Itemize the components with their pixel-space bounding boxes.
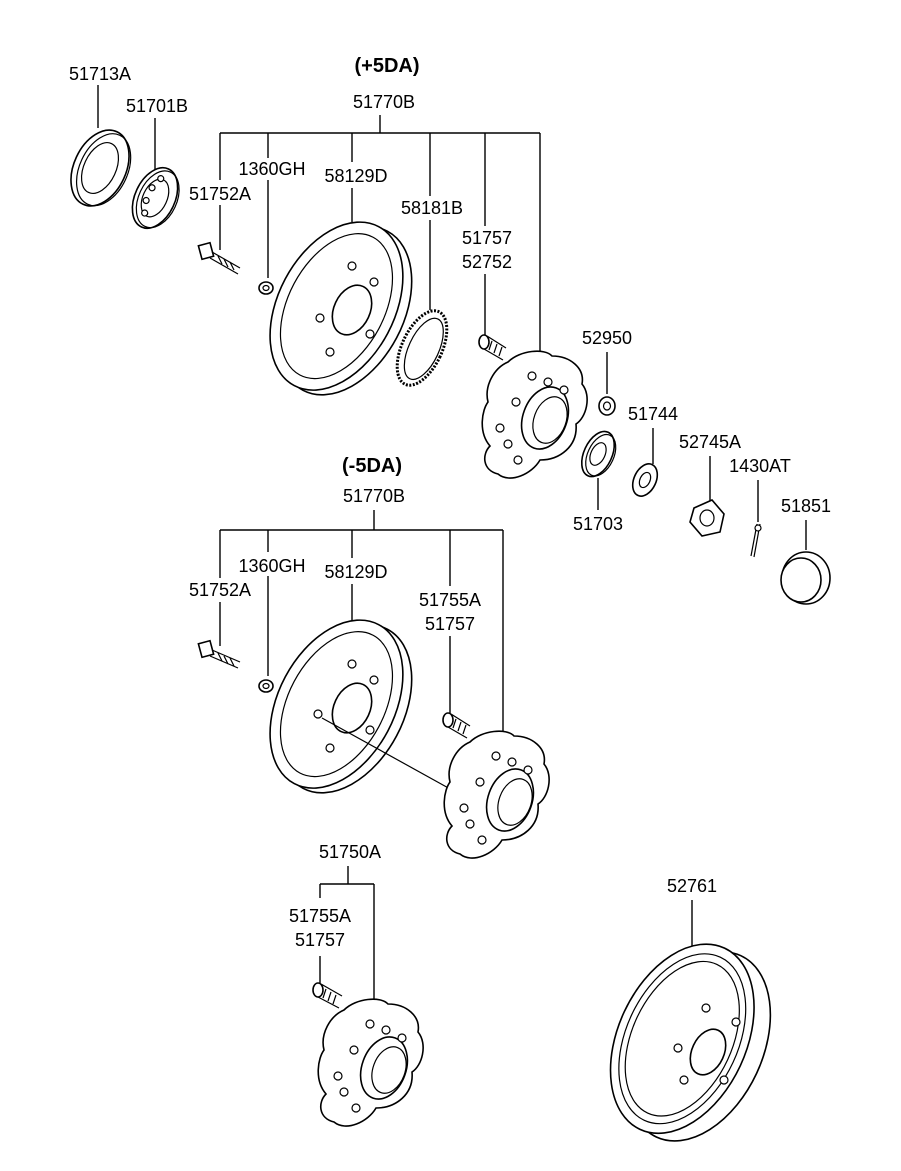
wheel-hub-51750a [317,998,424,1127]
part-label-51701b: 51701B [126,96,188,116]
part-label-58129d-mid: 58129D [324,562,387,582]
wheel-stud-51757-bot [312,982,343,1009]
nut-52950 [598,396,616,416]
part-label-1360gh-mid: 1360GH [238,556,305,576]
wheel-stud-51757-top [478,334,507,361]
group-header-plus5da: (+5DA) [354,55,419,77]
part-label-51752a-mid: 51752A [189,580,251,600]
part-label-58181b: 58181B [401,198,463,218]
oil-seal-51713a [70,129,132,207]
washer-51744 [631,463,659,497]
assembly-label-51750a: 51750A [319,842,381,862]
part-label-51851: 51851 [781,496,831,516]
part-label-52745a: 52745A [679,432,741,452]
part-label-51703: 51703 [573,514,623,534]
part-label-51757-bot: 51757 [295,930,345,950]
bolt-51752a-mid [197,639,241,669]
part-label-52761: 52761 [667,876,717,896]
bearing-51703 [580,430,617,478]
cotter-pin-1430at [750,523,762,558]
part-label-1360gh-top: 1360GH [238,159,305,179]
assembly-label-51770b-mid: 51770B [343,486,405,506]
washer-1360gh-top [258,281,274,295]
wheel-stud-51757-mid [442,712,471,739]
washer-1360gh-mid [258,679,274,693]
part-label-51757-top: 51757 [462,228,512,248]
tone-ring-58181b [395,309,449,387]
part-label-52950: 52950 [582,328,632,348]
brake-drum-52761 [609,943,772,1142]
part-label-58129d-top: 58129D [324,166,387,186]
bolt-51752a-top [197,241,241,275]
part-label-51744: 51744 [628,404,678,424]
leader-lines-bot [319,866,375,1000]
castle-nut-52745a [689,499,725,537]
part-label-51752a-top: 51752A [189,184,251,204]
leader-lines-top [97,85,541,352]
bearing-51701b [131,166,180,230]
part-label-51755a-bot: 51755A [289,906,351,926]
brake-disc-58129d-top [269,221,413,396]
hub-cap-51851 [780,551,831,605]
wheel-hub-top [481,350,588,479]
assembly-label-51770b-top: 51770B [353,92,415,112]
part-label-52752: 52752 [462,252,512,272]
part-label-51713a: 51713A [69,64,131,84]
wheel-hub-mid [443,730,550,859]
group-header-minus5da: (-5DA) [342,455,402,477]
part-label-51757-mid: 51757 [425,614,475,634]
part-label-51755a-mid: 51755A [419,590,481,610]
part-label-1430at: 1430AT [729,456,791,476]
brake-disc-58129d-mid [269,619,453,794]
leader-lines-mid [219,510,504,738]
